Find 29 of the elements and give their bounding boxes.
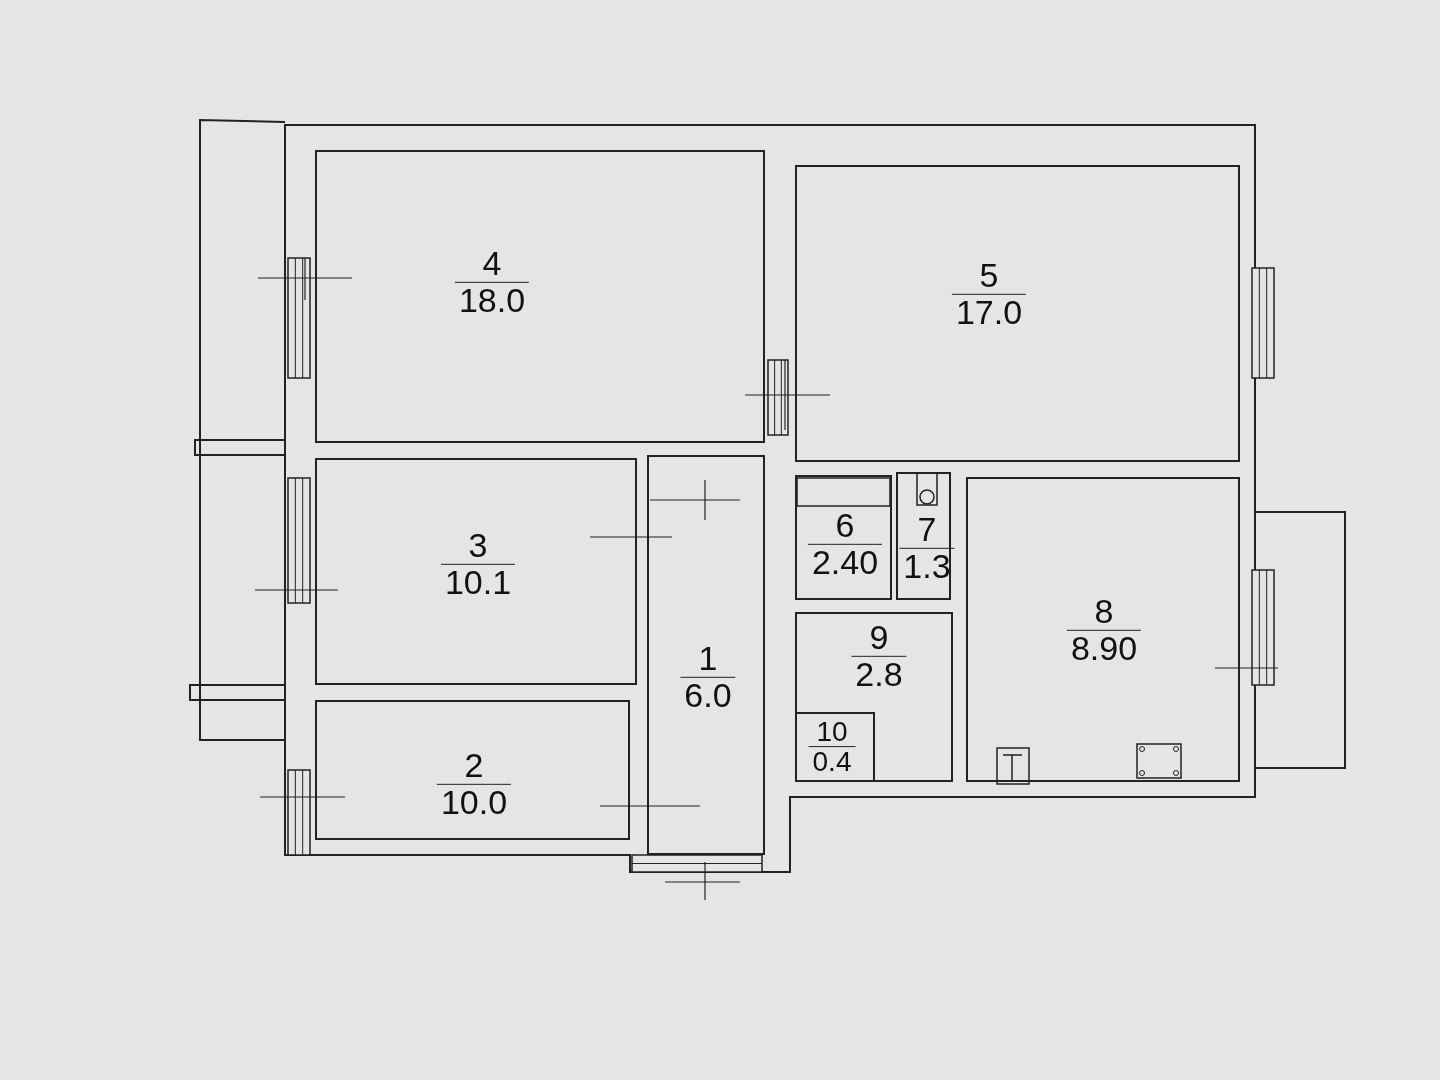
- room-number: 3: [468, 527, 488, 564]
- room-outline: [795, 612, 953, 782]
- room-area: 2.8: [851, 655, 907, 693]
- room-number: 9: [869, 619, 889, 656]
- room-outline: [795, 475, 892, 600]
- room-area: 1.3: [899, 547, 955, 585]
- room-area: 10.1: [440, 563, 516, 601]
- room-area: 6.0: [680, 676, 736, 714]
- room-area: 8.90: [1066, 629, 1142, 667]
- room-area: 0.4: [808, 746, 856, 777]
- room-area: 18.0: [454, 281, 530, 319]
- room-number: 10: [816, 717, 848, 747]
- room-outline: [315, 700, 630, 840]
- room-number: 4: [482, 245, 502, 282]
- room-area: 17.0: [951, 293, 1027, 331]
- room-outline: [315, 150, 765, 443]
- room-number: 7: [917, 511, 937, 548]
- room-outline: [795, 712, 875, 782]
- room-area: 2.40: [807, 543, 883, 581]
- room-number: 2: [464, 747, 484, 784]
- room-outline: [966, 477, 1240, 782]
- room-number: 6: [835, 507, 855, 544]
- room-outline: [315, 458, 637, 685]
- room-number: 1: [698, 640, 718, 677]
- room-number: 8: [1094, 593, 1114, 630]
- room-outline: [647, 455, 765, 855]
- room-outline: [795, 165, 1240, 462]
- room-number: 5: [979, 257, 999, 294]
- room-area: 10.0: [436, 783, 512, 821]
